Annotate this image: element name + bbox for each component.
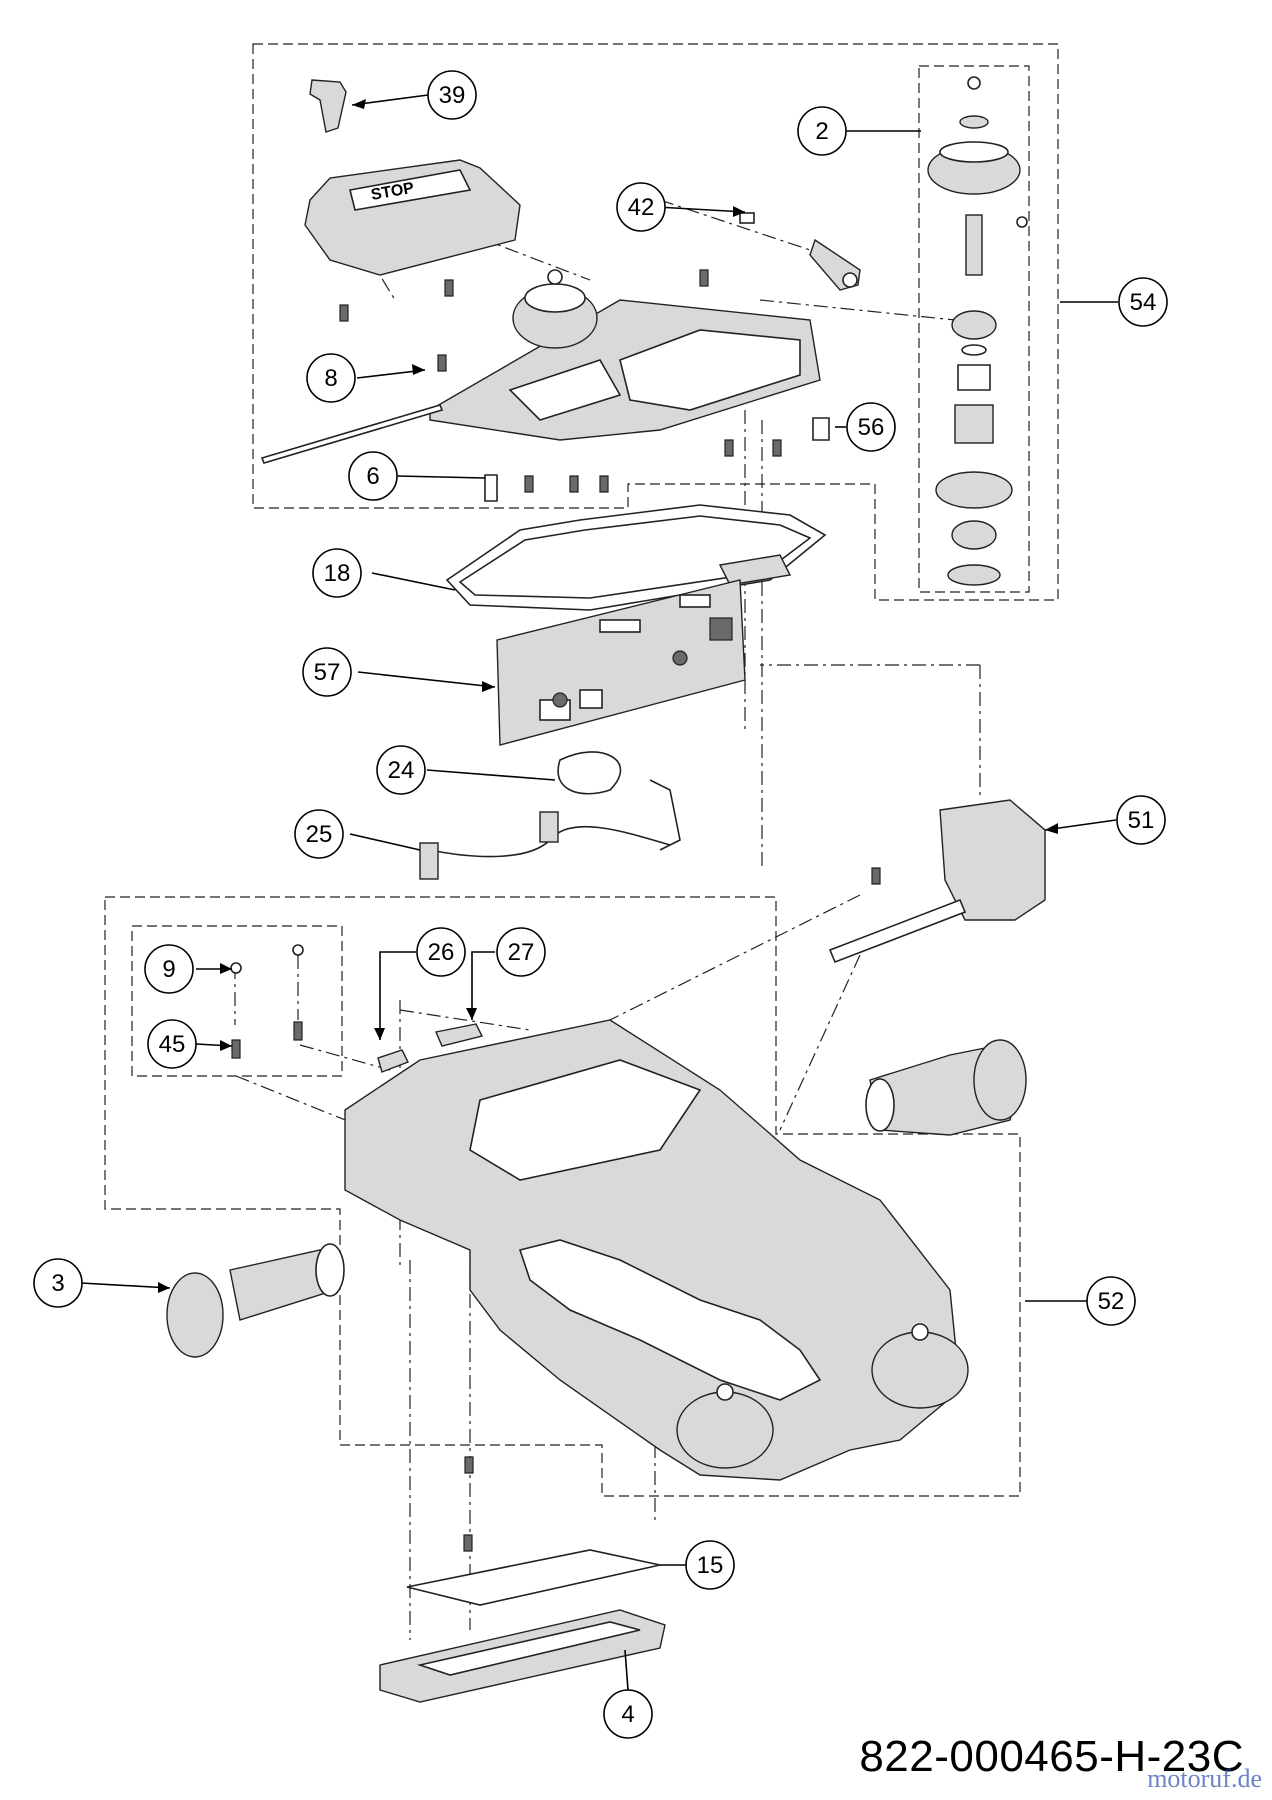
- svg-text:26: 26: [428, 939, 455, 966]
- svg-text:45: 45: [159, 1031, 186, 1058]
- callout-25: 25: [294, 809, 344, 859]
- lower-cover-4: [379, 1609, 666, 1703]
- control-base-plate: [429, 299, 821, 441]
- callout-42: 42: [616, 182, 666, 232]
- shaft-rod: [260, 404, 444, 464]
- circuit-board: [496, 579, 746, 746]
- joystick-knob-top: [512, 269, 598, 349]
- callouts: 39 2 42 54 8 56 6 18 57 24 51 25 9 26 27…: [33, 70, 1168, 1739]
- callout-54: 54: [1118, 277, 1168, 327]
- callout-15: 15: [685, 1540, 735, 1590]
- screws-9-45: [230, 944, 304, 1059]
- actuator-assembly: [828, 799, 1046, 964]
- leader-lines: [80, 94, 1118, 1691]
- svg-text:4: 4: [621, 1701, 634, 1728]
- callout-27: 27: [496, 927, 546, 977]
- small-screws-top: [339, 269, 830, 502]
- joystick-subassembly: [927, 76, 1028, 586]
- joystick-knob-wheel-left: [676, 1383, 774, 1469]
- svg-text:56: 56: [858, 414, 885, 441]
- svg-text:54: 54: [1130, 289, 1157, 316]
- motor-right: [865, 1039, 1027, 1136]
- callout-18: 18: [312, 548, 362, 598]
- svg-text:6: 6: [366, 463, 379, 490]
- callout-2: 2: [797, 106, 847, 156]
- callout-51: 51: [1116, 795, 1166, 845]
- callout-4: 4: [603, 1689, 653, 1739]
- joystick-knob-wheel-right: [871, 1323, 969, 1409]
- svg-text:51: 51: [1128, 807, 1155, 834]
- lower-seal-15: [406, 1456, 661, 1606]
- callout-9: 9: [144, 944, 194, 994]
- callout-3: 3: [33, 1258, 83, 1308]
- svg-text:3: 3: [51, 1270, 64, 1297]
- callout-26: 26: [416, 927, 466, 977]
- seal-gasket: [445, 504, 827, 611]
- callout-8: 8: [306, 353, 356, 403]
- svg-text:27: 27: [508, 939, 535, 966]
- svg-text:57: 57: [314, 659, 341, 686]
- svg-text:24: 24: [388, 757, 415, 784]
- motor-left: [166, 1243, 345, 1358]
- callout-45: 45: [147, 1019, 197, 1069]
- clips-26-27: [377, 1023, 484, 1073]
- callout-39: 39: [427, 70, 477, 120]
- callout-6: 6: [348, 451, 398, 501]
- callout-52: 52: [1086, 1276, 1136, 1326]
- cable-harness-25: [419, 811, 671, 880]
- main-chassis: [344, 1019, 961, 1481]
- svg-text:8: 8: [324, 365, 337, 392]
- svg-text:15: 15: [697, 1552, 724, 1579]
- svg-text:42: 42: [628, 194, 655, 221]
- watermark-logo: motoruf.de: [1147, 1764, 1262, 1793]
- svg-text:2: 2: [815, 118, 828, 145]
- stop-cover-housing: STOP: [304, 159, 521, 276]
- svg-text:39: 39: [439, 82, 466, 109]
- svg-text:52: 52: [1098, 1288, 1125, 1315]
- callout-24: 24: [376, 745, 426, 795]
- drawing-code: 822-000465-H-23C: [859, 1732, 1244, 1781]
- cable-harness-24: [557, 751, 681, 851]
- lever-part-42: [739, 212, 861, 291]
- stop-key-part: [309, 79, 347, 133]
- callout-57: 57: [302, 647, 352, 697]
- svg-text:9: 9: [162, 956, 175, 983]
- callout-56: 56: [846, 402, 896, 452]
- svg-text:25: 25: [306, 821, 333, 848]
- svg-text:18: 18: [324, 560, 351, 587]
